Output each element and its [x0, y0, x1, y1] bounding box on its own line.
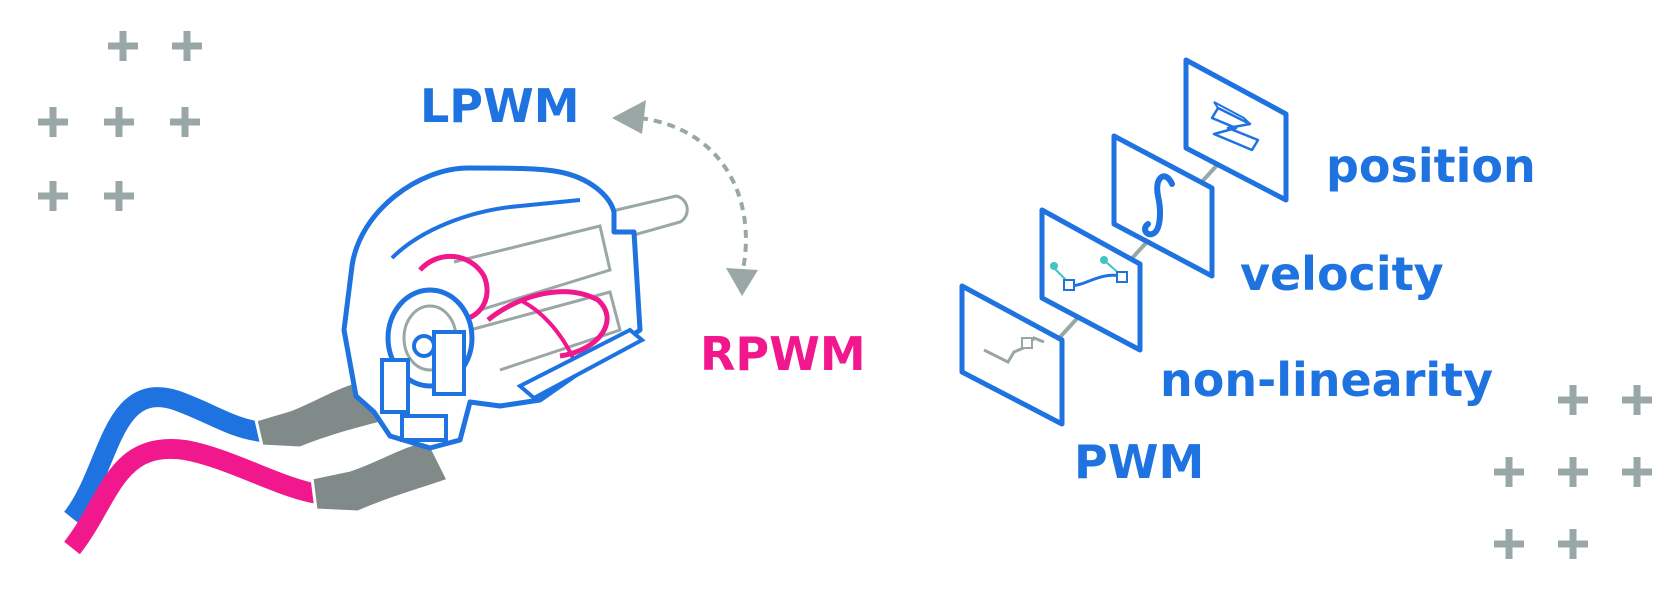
dc-motor-illustration — [63, 165, 689, 555]
plus-decoration-left — [38, 31, 202, 211]
magenta-wire — [64, 438, 320, 555]
non-linearity-panel — [1039, 207, 1143, 353]
position-label: position — [1326, 139, 1536, 193]
rotation-arrow-icon — [612, 100, 758, 296]
plus-decoration-right — [1494, 385, 1652, 559]
pipeline-spine — [1028, 138, 1242, 372]
position-panel — [1183, 57, 1289, 203]
velocity-label: velocity — [1240, 247, 1444, 301]
velocity-panel — [1111, 133, 1215, 279]
motor-shaft — [606, 194, 689, 242]
lpwm-label: LPWM — [420, 79, 580, 133]
non-linearity-label: non-linearity — [1160, 353, 1493, 407]
control-pipeline — [959, 57, 1289, 427]
blue-wire — [63, 387, 264, 525]
brush-holder — [432, 330, 466, 396]
integral-icon — [1142, 173, 1175, 238]
magenta-wire-connector — [310, 438, 451, 514]
magnet-top — [418, 254, 490, 323]
pwm-panel — [959, 283, 1065, 427]
position-shape-icon — [1210, 106, 1260, 152]
pwm-label: PWM — [1074, 435, 1204, 489]
rpwm-label: RPWM — [700, 327, 866, 381]
magnet-bottom — [486, 289, 610, 359]
